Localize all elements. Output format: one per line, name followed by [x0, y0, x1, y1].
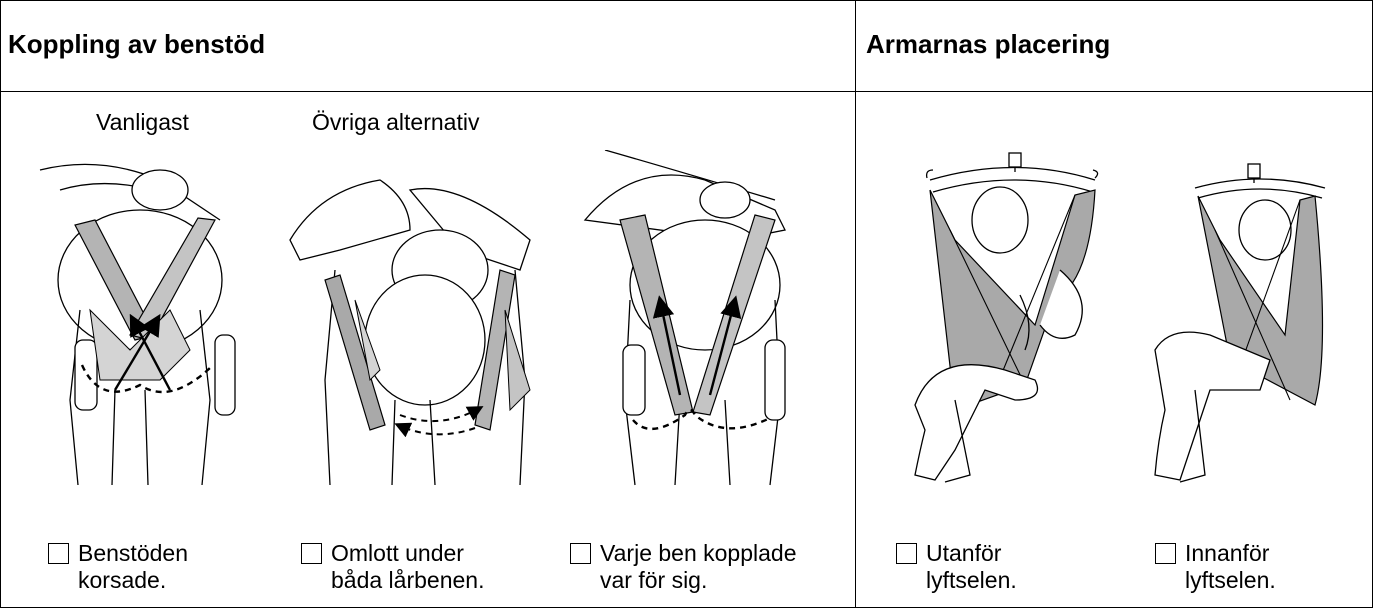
option-arms-outside: Utanför lyftselen. — [896, 540, 1017, 594]
option-arms-inside: Innanför lyftselen. — [1155, 540, 1276, 594]
legs-separate-illustration — [575, 150, 825, 490]
option-crossed-line1: Benstöden — [78, 540, 188, 567]
checkbox-arms-outside[interactable] — [896, 543, 917, 564]
option-separate: Varje ben kopplade var för sig. — [570, 540, 797, 594]
subtitle-most-common: Vanligast — [96, 107, 189, 137]
option-arms-outside-line1: Utanför — [926, 540, 1017, 567]
option-separate-line1: Varje ben kopplade — [600, 540, 797, 567]
arms-inside-illustration — [1140, 150, 1340, 490]
option-wrapped-line1: Omlott under — [331, 540, 484, 567]
checkbox-separate[interactable] — [570, 543, 591, 564]
arms-header: Armarnas placering — [866, 28, 1110, 60]
checkbox-crossed[interactable] — [48, 543, 69, 564]
coupling-header: Koppling av benstöd — [8, 28, 265, 60]
legs-wrapped-illustration — [280, 150, 550, 490]
option-crossed-line2: korsade. — [78, 567, 188, 594]
checkbox-arms-inside[interactable] — [1155, 543, 1176, 564]
header-divider — [0, 91, 1373, 92]
option-crossed: Benstöden korsade. — [48, 540, 188, 594]
option-arms-outside-line2: lyftselen. — [926, 567, 1017, 594]
option-wrapped-line2: båda lårbenen. — [331, 567, 484, 594]
checkbox-wrapped[interactable] — [301, 543, 322, 564]
option-separate-line2: var för sig. — [600, 567, 797, 594]
legs-crossed-illustration — [20, 150, 250, 490]
option-arms-inside-line2: lyftselen. — [1185, 567, 1276, 594]
option-arms-inside-line1: Innanför — [1185, 540, 1276, 567]
subtitle-other-options: Övriga alternativ — [312, 107, 479, 137]
arms-outside-illustration — [895, 150, 1115, 490]
option-wrapped: Omlott under båda lårbenen. — [301, 540, 484, 594]
